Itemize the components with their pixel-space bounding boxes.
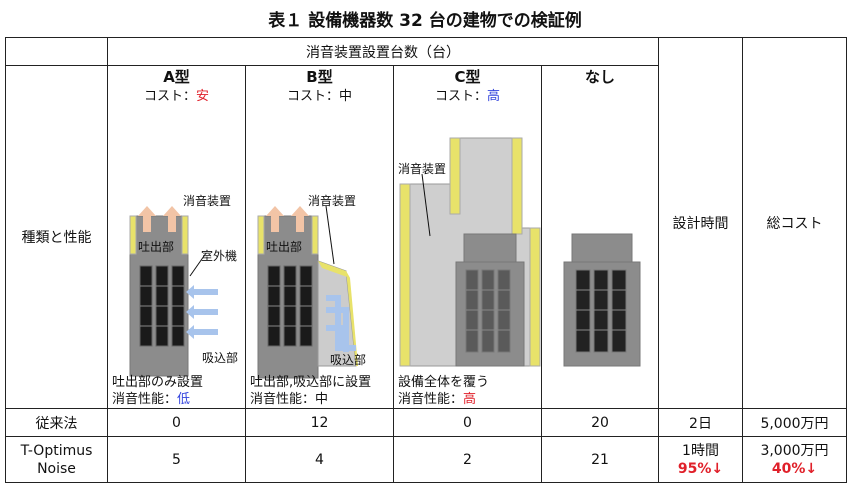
outlet-arrow-2 (163, 206, 181, 232)
label-outlet-a: 吐出部 (138, 240, 175, 254)
group-header: 消音装置設置台数（台） (107, 37, 659, 66)
silencer-a-left (129, 215, 137, 255)
silencer-a-right (181, 215, 189, 255)
cell-conv-time: 2日 (658, 408, 743, 437)
type-c-illustration (399, 137, 541, 367)
windows-b (267, 265, 313, 347)
type-a-cost: コスト：安 (143, 89, 210, 104)
cell-conv-b: 12 (245, 408, 394, 437)
label-intake-b: 吸込部 (330, 353, 367, 367)
label-device-a: 消音装置 (183, 194, 232, 208)
outlet-arrow-1 (138, 206, 156, 232)
windows-c (465, 269, 511, 353)
type-c-desc: 設備全体を覆う (398, 375, 490, 390)
type-none-illustration (563, 233, 641, 367)
type-c-name: C型 (454, 68, 481, 86)
table-title: 表１ 設備機器数 32 台の建物での検証例 (268, 11, 582, 31)
type-b-cell: B型 コスト：中 (245, 65, 394, 409)
type-b-name: B型 (306, 68, 333, 86)
label-intake-a: 吸込部 (202, 351, 239, 365)
label-unit-a: 室外機 (201, 249, 238, 263)
type-none-name: なし (584, 68, 615, 86)
intake-duct-b (326, 295, 356, 352)
verification-table: 消音装置設置台数（台） 設計時間 総コスト 種類と性能 A型 コスト：安 (5, 37, 847, 483)
type-c-cell: C型 コスト：高 消音装置 設備全体を覆う (393, 65, 542, 409)
type-none-cell: なし (541, 65, 659, 409)
type-a-name: A型 (163, 68, 190, 86)
cell-conv-a: 0 (107, 408, 246, 437)
type-a-perf: 消音性能：低 (112, 392, 191, 407)
design-time-header: 設計時間 (658, 37, 743, 409)
label-device-b: 消音装置 (308, 194, 357, 208)
cell-conv-none: 20 (541, 408, 659, 437)
label-device-c: 消音装置 (398, 162, 447, 176)
corner-cell (5, 37, 108, 66)
type-a-desc: 吐出部のみ設置 (112, 375, 204, 390)
intake-arrows-a (186, 285, 218, 339)
row-label-type: 種類と性能 (5, 65, 108, 409)
type-b-cost: コスト：中 (286, 89, 353, 104)
cell-conv-cost: 5,000万円 (742, 408, 847, 437)
windows-none (575, 269, 627, 353)
type-a-cell: A型 コスト：安 (107, 65, 246, 409)
type-c-cost: コスト：高 (434, 89, 501, 104)
type-b-desc: 吐出部,吸込部に設置 (250, 375, 372, 390)
unit-pointer (189, 255, 205, 277)
cell-conv-c: 0 (393, 408, 542, 437)
label-outlet-b: 吐出部 (266, 240, 303, 254)
type-a-illustration (129, 206, 218, 377)
row-conventional-label: 従来法 (5, 408, 108, 437)
type-b-perf: 消音性能：中 (250, 392, 329, 407)
windows-a (139, 265, 185, 347)
type-b-illustration (257, 205, 358, 379)
type-c-perf: 消音性能：高 (398, 392, 477, 407)
total-cost-header: 総コスト (742, 37, 847, 409)
